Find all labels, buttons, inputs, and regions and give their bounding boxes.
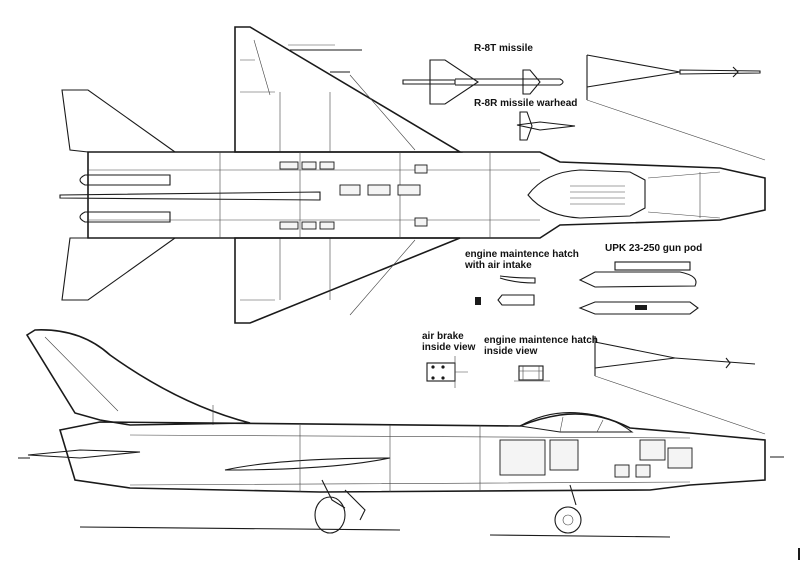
r8r-warhead-drawing [516, 111, 576, 141]
engine-hatch-intake-drawing [475, 275, 536, 306]
label-r8r-warhead: R-8R missile warhead [474, 98, 578, 109]
engine-hatch-inside-drawing [514, 365, 550, 382]
label-air-brake-line2: inside view [422, 342, 476, 353]
side-view-fuselage [58, 413, 766, 493]
r8t-missile-drawing [402, 59, 564, 105]
top-view-wing-lower [234, 237, 461, 324]
label-engine-hatch-inside-line1: engine maintence hatch [484, 335, 598, 346]
label-air-brake-line1: air brake [422, 331, 464, 342]
main-landing-gear [314, 479, 366, 534]
side-view-canopy [518, 411, 634, 433]
top-view-wing-upper [234, 26, 463, 153]
pitot-detail-side [594, 336, 766, 435]
top-view-canopy [527, 169, 646, 219]
label-engine-hatch-intake-line2: with air intake [465, 260, 532, 271]
gun-pod-drawing [578, 261, 699, 315]
ground-line-right [489, 534, 671, 538]
label-gun-pod: UPK 23-250 gun pod [605, 243, 703, 254]
ground-line-left [79, 526, 401, 531]
top-view-tailplane-lower [61, 237, 177, 301]
nose-landing-gear [554, 484, 582, 534]
top-view-tailplane-upper [61, 89, 177, 153]
air-brake-drawing [426, 356, 468, 388]
label-engine-hatch-intake-line1: engine maintence hatch [465, 249, 579, 260]
edge-mark [798, 548, 800, 560]
label-engine-hatch-inside-line2: inside view [484, 346, 538, 357]
label-r8t-missile: R-8T missile [474, 43, 533, 54]
top-view-fuselage [87, 151, 766, 239]
top-view-aircraft [59, 26, 766, 324]
side-view-tail-fin [25, 329, 251, 426]
side-view-aircraft [18, 329, 784, 538]
pitot-detail-top [586, 54, 766, 161]
